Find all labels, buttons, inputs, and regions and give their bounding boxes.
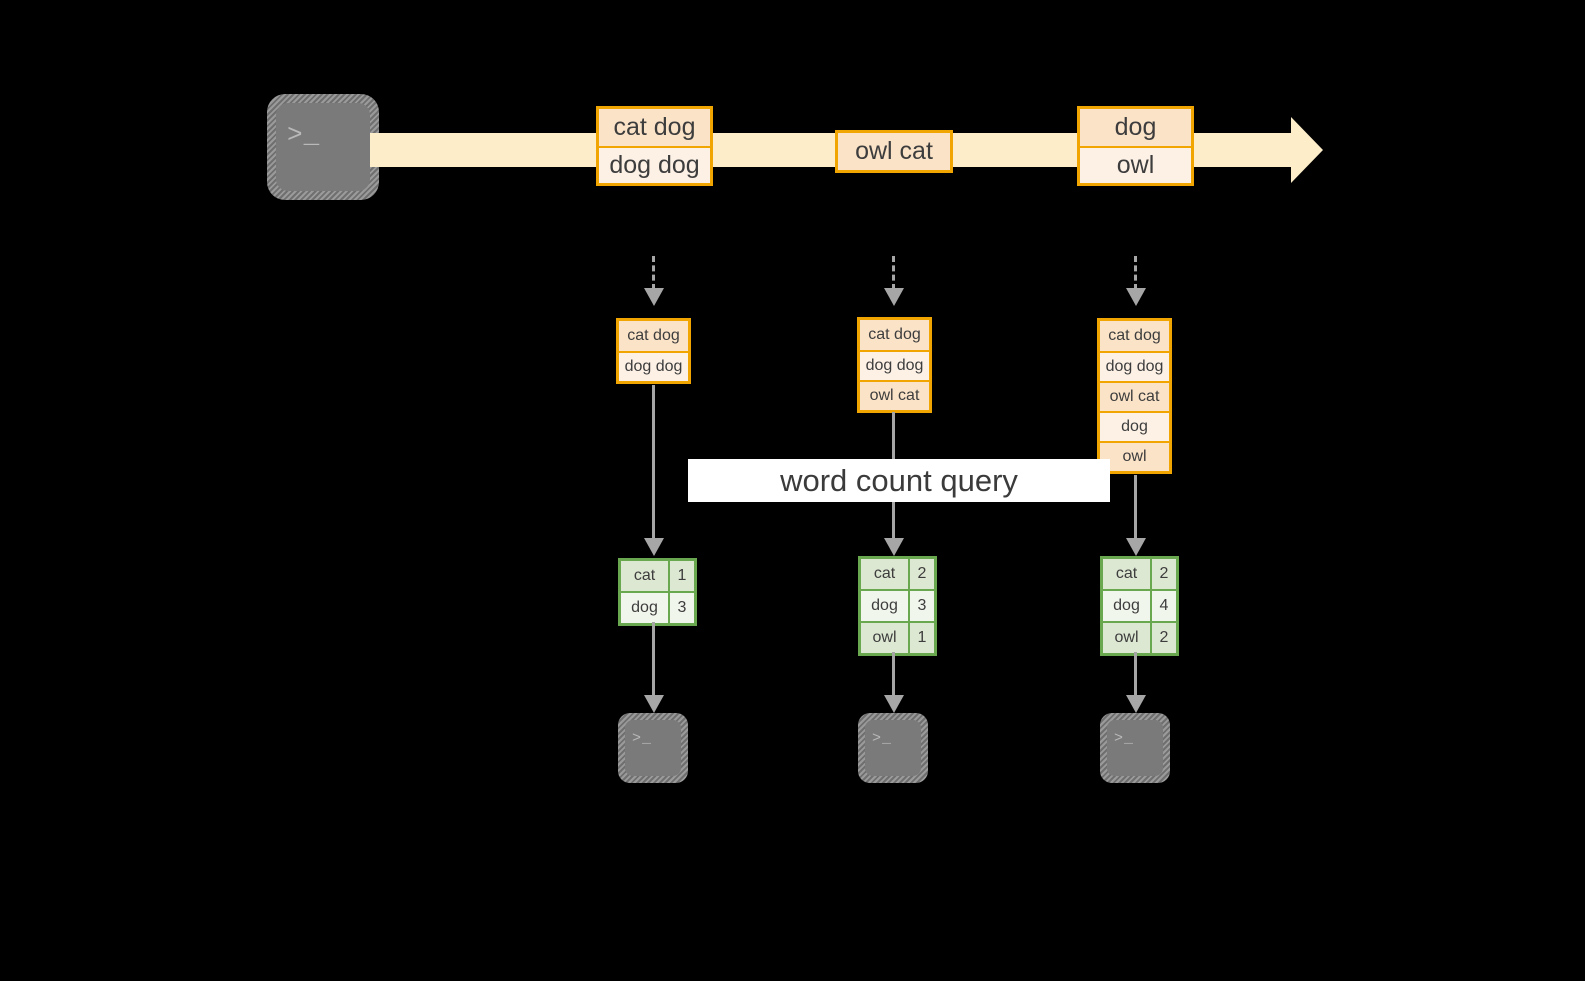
stream-group-1: cat dog dog dog: [596, 106, 713, 186]
stream-tap-line-2: [892, 256, 895, 290]
stream-group-2: owl cat: [835, 130, 953, 173]
snapshot-stack-2: cat dog dog dog owl cat: [857, 317, 932, 413]
terminal-screen: [865, 720, 921, 776]
snapshot-record: dog dog: [1100, 351, 1169, 381]
table-cell-count: 1: [668, 561, 694, 591]
result-table-2: cat 2 dog 3 owl 1: [858, 556, 937, 656]
table-cell-count: 2: [908, 559, 934, 589]
stream-record: owl cat: [838, 133, 950, 170]
table-cell-word: dog: [621, 593, 668, 623]
snapshot-record: owl cat: [860, 380, 929, 410]
table-cell-count: 1: [908, 623, 934, 653]
snapshot-record: cat dog: [860, 320, 929, 350]
table-cell-count: 3: [668, 593, 694, 623]
stream-group-3: dog owl: [1077, 106, 1194, 186]
table-row: dog 3: [861, 589, 934, 621]
table-cell-count: 2: [1150, 623, 1176, 653]
sink-terminal-icon-3: >_: [1100, 713, 1170, 783]
snapshot-record: dog dog: [860, 350, 929, 380]
sink-arrow-head-3: [1126, 695, 1146, 713]
source-terminal-icon: >_: [267, 94, 379, 200]
table-cell-word: owl: [861, 623, 908, 653]
stream-record: cat dog: [599, 109, 710, 146]
stream-record: owl: [1080, 146, 1191, 183]
stream-tap-arrowhead-1: [644, 288, 664, 306]
table-cell-word: cat: [861, 559, 908, 589]
stream-tap-arrowhead-2: [884, 288, 904, 306]
table-row: dog 3: [621, 591, 694, 623]
sink-arrow-line-1: [652, 622, 655, 697]
stream-arrow-head: [1291, 117, 1323, 183]
stream-tap-line-3: [1134, 256, 1137, 290]
snapshot-record: dog dog: [619, 351, 688, 381]
sink-arrow-line-2: [892, 652, 895, 697]
table-cell-word: dog: [1103, 591, 1150, 621]
terminal-screen: [276, 103, 370, 191]
table-cell-word: cat: [621, 561, 668, 591]
result-table-3: cat 2 dog 4 owl 2: [1100, 556, 1179, 656]
table-cell-word: dog: [861, 591, 908, 621]
table-row: cat 1: [621, 561, 694, 591]
query-arrow-head-2: [884, 538, 904, 556]
query-arrow-line-1: [652, 385, 655, 540]
query-arrow-head-1: [644, 538, 664, 556]
table-cell-word: owl: [1103, 623, 1150, 653]
table-row: cat 2: [1103, 559, 1176, 589]
table-row: cat 2: [861, 559, 934, 589]
terminal-prompt-text: >_: [872, 730, 893, 747]
query-arrow-head-3: [1126, 538, 1146, 556]
table-row: owl 1: [861, 621, 934, 653]
snapshot-record: owl: [1100, 441, 1169, 471]
stream-tap-arrowhead-3: [1126, 288, 1146, 306]
query-arrow-line-3: [1134, 475, 1137, 540]
table-cell-count: 3: [908, 591, 934, 621]
terminal-prompt-text: >_: [1114, 730, 1135, 747]
table-row: owl 2: [1103, 621, 1176, 653]
stream-record: dog dog: [599, 146, 710, 183]
snapshot-record: cat dog: [1100, 321, 1169, 351]
stream-record: dog: [1080, 109, 1191, 146]
terminal-prompt-text: >_: [287, 120, 321, 150]
snapshot-stack-3: cat dog dog dog owl cat dog owl: [1097, 318, 1172, 474]
table-cell-count: 2: [1150, 559, 1176, 589]
sink-arrow-line-3: [1134, 652, 1137, 697]
table-cell-word: cat: [1103, 559, 1150, 589]
terminal-screen: [625, 720, 681, 776]
sink-arrow-head-1: [644, 695, 664, 713]
snapshot-stack-1: cat dog dog dog: [616, 318, 691, 384]
result-table-1: cat 1 dog 3: [618, 558, 697, 626]
stream-tap-line-1: [652, 256, 655, 290]
snapshot-record: cat dog: [619, 321, 688, 351]
table-cell-count: 4: [1150, 591, 1176, 621]
sink-terminal-icon-2: >_: [858, 713, 928, 783]
sink-terminal-icon-1: >_: [618, 713, 688, 783]
snapshot-record: owl cat: [1100, 381, 1169, 411]
terminal-screen: [1107, 720, 1163, 776]
snapshot-record: dog: [1100, 411, 1169, 441]
query-label: word count query: [688, 459, 1110, 502]
sink-arrow-head-2: [884, 695, 904, 713]
terminal-prompt-text: >_: [632, 730, 653, 747]
table-row: dog 4: [1103, 589, 1176, 621]
